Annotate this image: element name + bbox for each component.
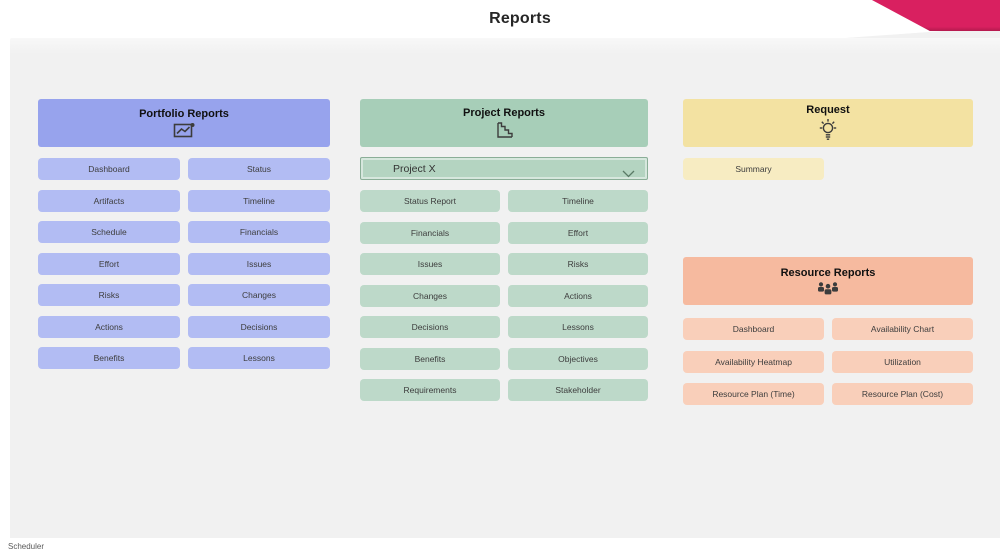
request-buttons: Summary <box>683 158 973 180</box>
project-requirements-button[interactable]: Requirements <box>360 379 500 401</box>
resource-resource-plan-cost-button[interactable]: Resource Plan (Cost) <box>832 383 973 405</box>
portfolio-reports-title: Portfolio Reports <box>139 107 229 120</box>
project-lessons-button[interactable]: Lessons <box>508 316 648 338</box>
project-objectives-button[interactable]: Objectives <box>508 347 648 370</box>
request-summary-button[interactable]: Summary <box>683 158 824 180</box>
project-reports-title: Project Reports <box>463 107 545 119</box>
project-financials-button[interactable]: Financials <box>360 221 500 244</box>
resource-availability-chart-button[interactable]: Availability Chart <box>832 318 973 340</box>
lightbulb-icon <box>819 118 837 142</box>
slope-chart-icon <box>494 121 514 139</box>
resource-resource-plan-time-button[interactable]: Resource Plan (Time) <box>683 383 824 405</box>
request-header: Request <box>683 99 973 147</box>
portfolio-effort-button[interactable]: Effort <box>38 252 180 275</box>
project-effort-button[interactable]: Effort <box>508 221 648 244</box>
project-select-value: Project X <box>393 162 436 175</box>
resource-dashboard-button[interactable]: Dashboard <box>683 318 824 340</box>
project-benefits-button[interactable]: Benefits <box>360 347 500 370</box>
project-risks-button[interactable]: Risks <box>508 253 648 275</box>
project-issues-button[interactable]: Issues <box>360 253 500 275</box>
portfolio-reports-header: Portfolio Reports <box>38 99 330 147</box>
request-section: Request Summary <box>683 99 973 180</box>
portfolio-financials-button[interactable]: Financials <box>188 221 330 243</box>
portfolio-dashboard-button[interactable]: Dashboard <box>38 158 180 180</box>
resource-reports-section: Resource Reports Dashboard Availability C… <box>683 257 973 405</box>
portfolio-actions-button[interactable]: Actions <box>38 315 180 338</box>
project-select[interactable]: Project X <box>360 157 648 180</box>
page-title: Reports <box>489 10 551 27</box>
portfolio-risks-button[interactable]: Risks <box>38 284 180 306</box>
project-reports-section: Project Reports Project X Status Report T… <box>360 99 648 401</box>
panel-corner <box>845 31 1000 38</box>
portfolio-artifacts-button[interactable]: Artifacts <box>38 189 180 212</box>
people-icon <box>815 281 841 296</box>
project-actions-button[interactable]: Actions <box>508 284 648 307</box>
portfolio-decisions-button[interactable]: Decisions <box>188 315 330 338</box>
request-title: Request <box>806 104 850 116</box>
sheet-tab-scheduler[interactable]: Scheduler <box>8 542 45 551</box>
portfolio-benefits-button[interactable]: Benefits <box>38 347 180 369</box>
chevron-down-icon <box>622 165 635 183</box>
project-reports-header: Project Reports <box>360 99 648 147</box>
portfolio-schedule-button[interactable]: Schedule <box>38 221 180 243</box>
portfolio-lessons-button[interactable]: Lessons <box>188 347 330 369</box>
line-chart-icon <box>173 122 195 139</box>
portfolio-issues-button[interactable]: Issues <box>188 252 330 275</box>
project-decisions-button[interactable]: Decisions <box>360 316 500 338</box>
resource-availability-heatmap-button[interactable]: Availability Heatmap <box>683 350 824 373</box>
resource-utilization-button[interactable]: Utilization <box>832 350 973 373</box>
project-status-report-button[interactable]: Status Report <box>360 190 500 212</box>
resource-reports-header: Resource Reports <box>683 257 973 305</box>
project-changes-button[interactable]: Changes <box>360 284 500 307</box>
project-stakeholder-button[interactable]: Stakeholder <box>508 379 648 401</box>
project-timeline-button[interactable]: Timeline <box>508 190 648 212</box>
portfolio-timeline-button[interactable]: Timeline <box>188 189 330 212</box>
portfolio-status-button[interactable]: Status <box>188 158 330 180</box>
resource-reports-title: Resource Reports <box>780 266 876 279</box>
title-bar: Reports <box>0 0 1000 38</box>
portfolio-changes-button[interactable]: Changes <box>188 284 330 306</box>
